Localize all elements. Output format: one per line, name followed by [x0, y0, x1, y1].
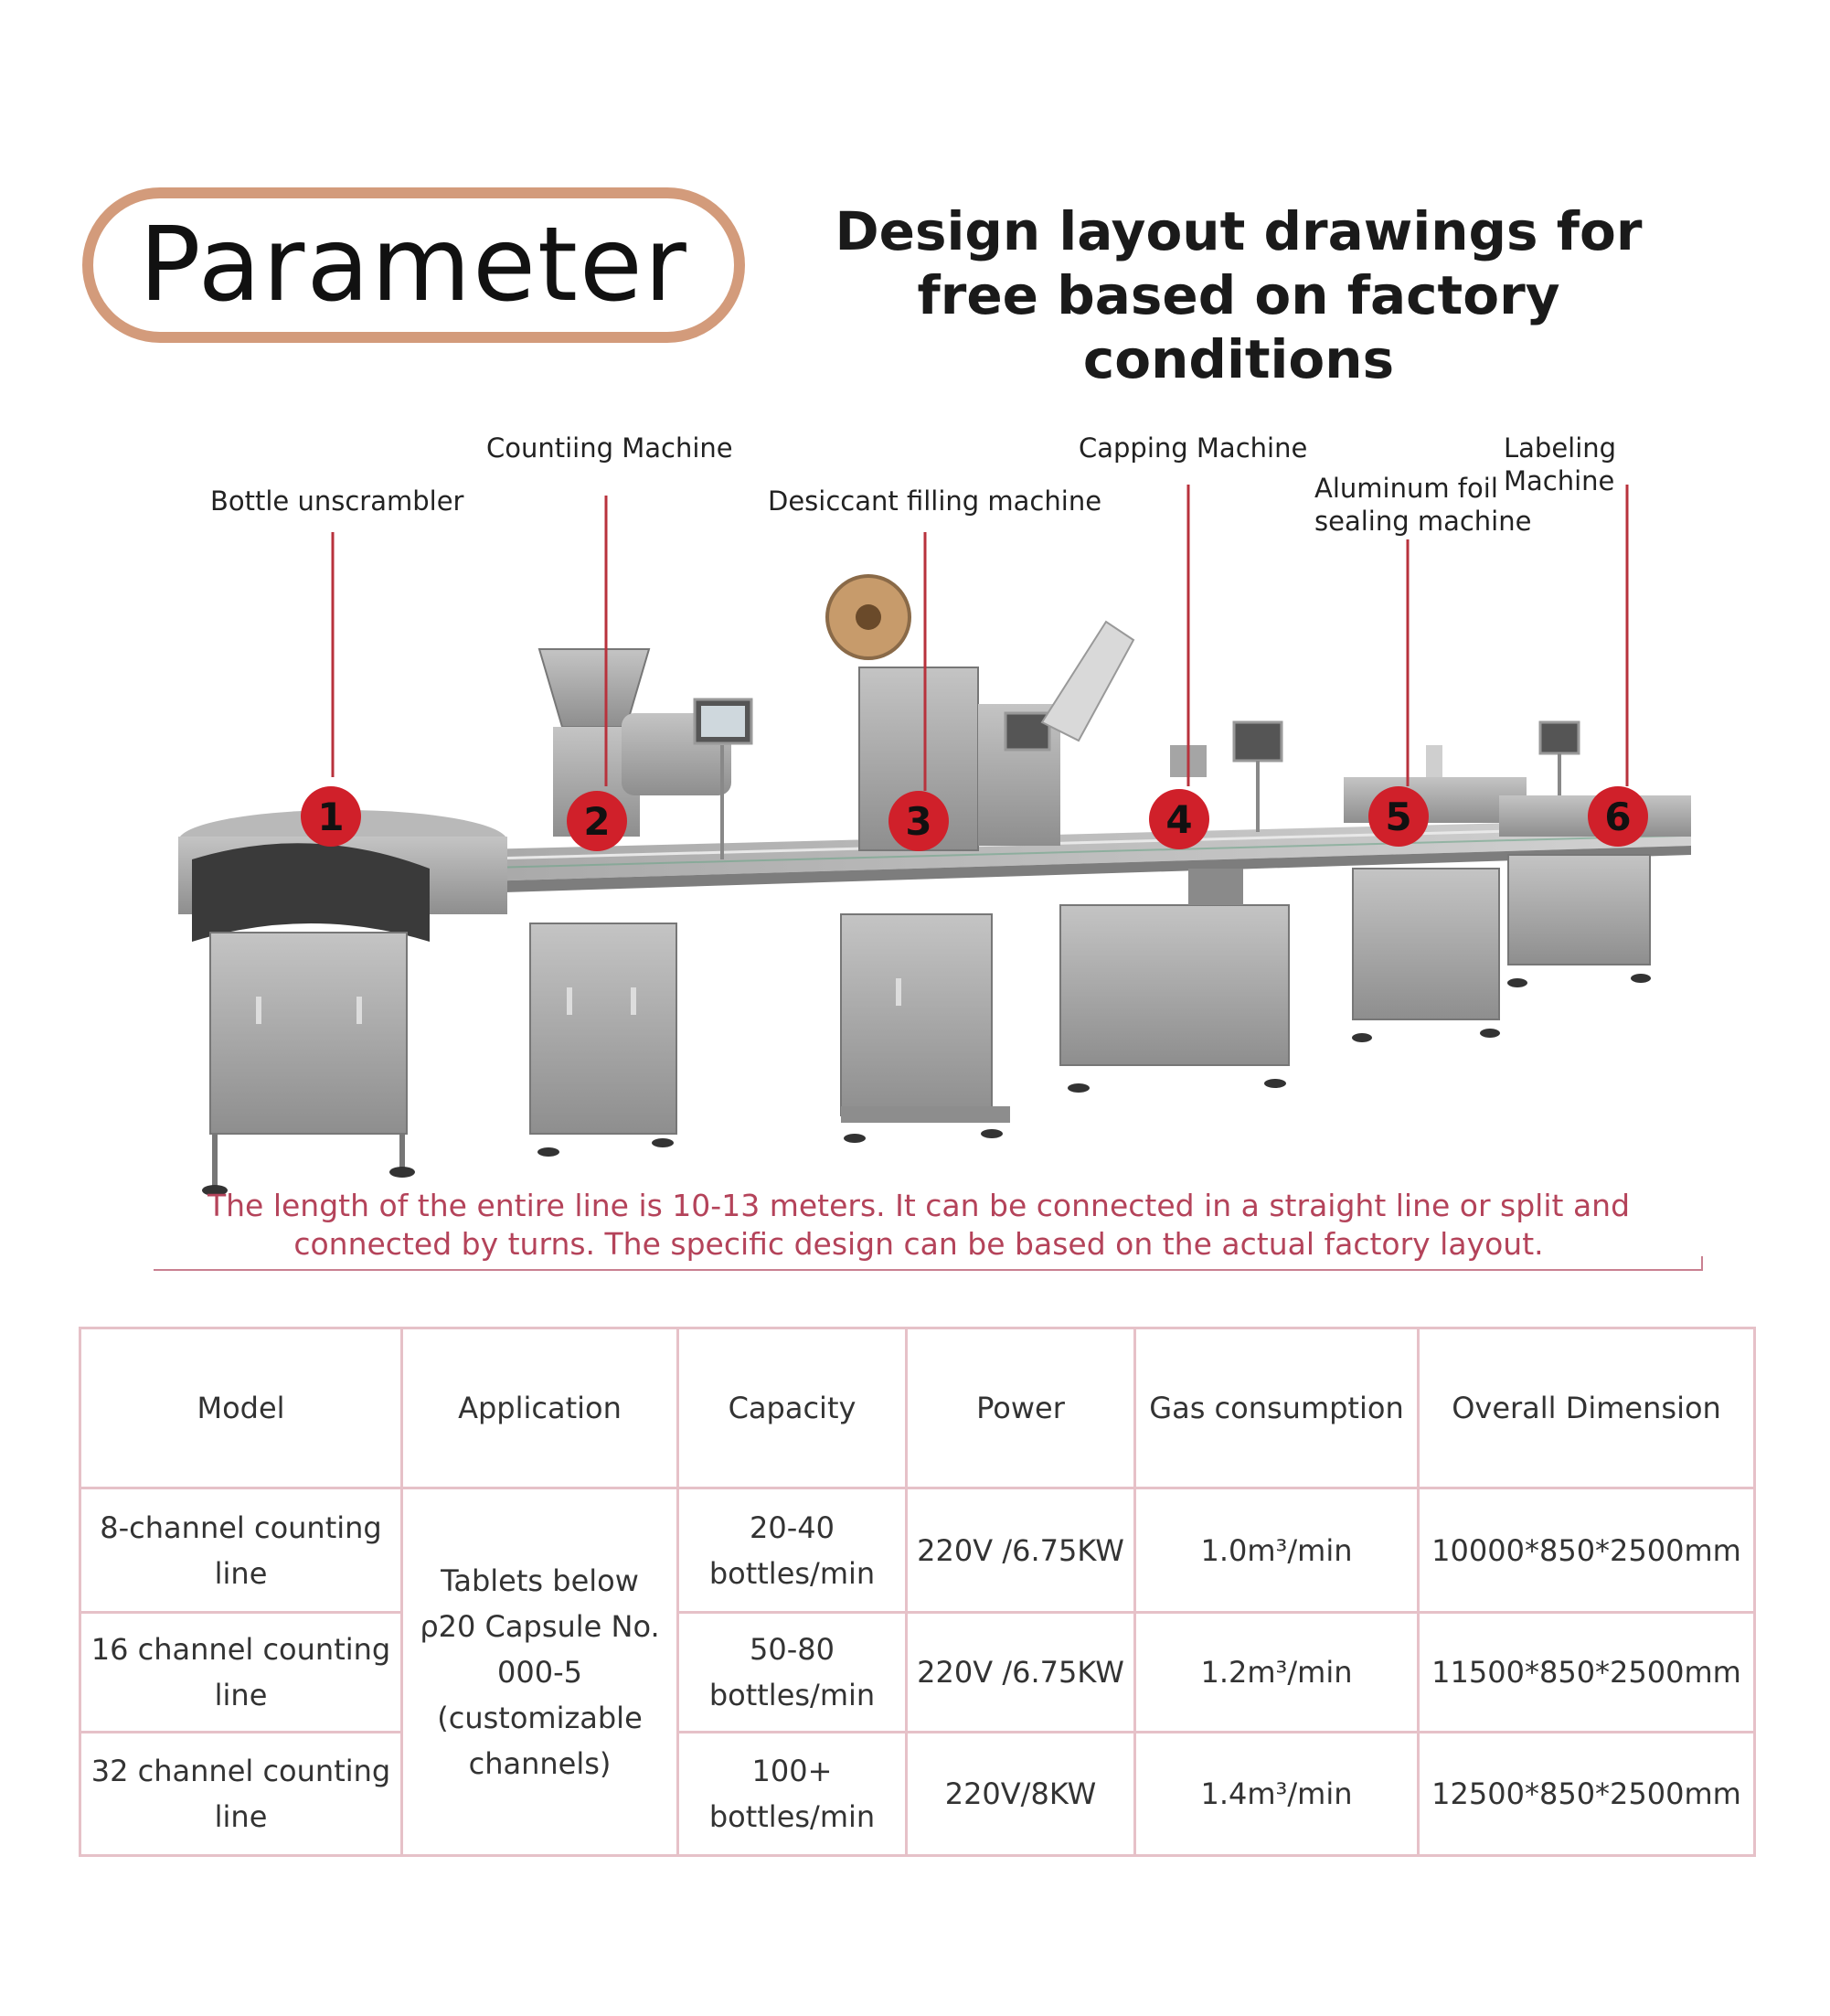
cell-gas: 1.4m³/min [1133, 1731, 1420, 1857]
header-power: Power [905, 1327, 1136, 1489]
label-capping-machine: Capping Machine [1079, 432, 1308, 464]
marker-5-number: 5 [1385, 795, 1411, 839]
cell-model: 8-channel counting line [79, 1487, 403, 1614]
marker-5: 5 [1368, 786, 1429, 847]
cell-power: 220V/8KW [905, 1731, 1136, 1857]
capping-machine-unit [1059, 720, 1290, 1093]
header-capacity: Capacity [676, 1327, 908, 1489]
label-labeling-machine: Labeling Machine [1504, 432, 1617, 496]
marker-2: 2 [567, 791, 627, 851]
production-line-diagram: 1 2 3 4 5 6 Bottle unscrambler Countiing… [128, 393, 1709, 1280]
note-divider [154, 1256, 1703, 1271]
label-desiccant-filling: Desiccant filling machine [768, 485, 1102, 517]
marker-6: 6 [1588, 786, 1648, 847]
desiccant-filling-unit [825, 574, 1135, 1143]
leader-lines [331, 485, 1629, 791]
table-row: 32 channel counting line 100+ bottles/mi… [79, 1731, 1756, 1857]
header-application: Application [400, 1327, 679, 1489]
table-row: 16 channel counting line 50-80 bottles/m… [79, 1611, 1756, 1733]
marker-2-number: 2 [583, 799, 610, 844]
cell-dimension: 11500*850*2500mm [1417, 1611, 1756, 1733]
header-gas-consumption: Gas consumption [1133, 1327, 1420, 1489]
marker-4: 4 [1149, 789, 1209, 849]
cell-dimension: 10000*850*2500mm [1417, 1487, 1756, 1614]
cell-power: 220V /6.75KW [905, 1487, 1136, 1614]
table-header-row: Model Application Capacity Power Gas con… [79, 1327, 1756, 1489]
cell-dimension: 12500*850*2500mm [1417, 1731, 1756, 1857]
marker-6-number: 6 [1604, 795, 1631, 839]
parameter-table: Model Application Capacity Power Gas con… [79, 1327, 1756, 1857]
cell-capacity: 20-40 bottles/min [676, 1487, 908, 1614]
production-line-illustration: 1 2 3 4 5 6 [178, 485, 1691, 1196]
bottle-unscrambler-unit [178, 810, 507, 1196]
label-bottle-unscrambler: Bottle unscrambler [210, 485, 464, 517]
marker-3-number: 3 [905, 799, 931, 844]
table-row: 8-channel counting line Tablets below ρ2… [79, 1487, 1756, 1857]
marker-3: 3 [888, 791, 949, 851]
label-foil-sealing: Aluminum foil sealing machine [1314, 473, 1532, 537]
header-overall-dimension: Overall Dimension [1417, 1327, 1756, 1489]
page-subtitle: Design layout drawings for free based on… [835, 200, 1643, 390]
foil-sealing-unit [1344, 745, 1527, 1042]
page-title: Parameter [139, 206, 688, 325]
cell-application: Tablets below ρ20 Capsule No. 000-5 (cus… [400, 1487, 679, 1857]
cell-capacity: 50-80 bottles/min [676, 1611, 908, 1733]
header-model: Model [79, 1327, 403, 1489]
counting-machine-unit [529, 648, 753, 1157]
marker-4-number: 4 [1165, 797, 1192, 842]
cell-gas: 1.0m³/min [1133, 1487, 1420, 1614]
cell-model: 16 channel counting line [79, 1611, 403, 1733]
cell-capacity: 100+ bottles/min [676, 1731, 908, 1857]
title-badge: Parameter [82, 187, 745, 343]
cell-power: 220V /6.75KW [905, 1611, 1136, 1733]
cell-model: 32 channel counting line [79, 1731, 403, 1857]
label-counting-machine: Countiing Machine [486, 432, 733, 464]
marker-1-number: 1 [317, 795, 344, 839]
layout-note: The length of the entire line is 10-13 m… [207, 1188, 1631, 1262]
marker-1: 1 [301, 786, 361, 847]
cell-gas: 1.2m³/min [1133, 1611, 1420, 1733]
